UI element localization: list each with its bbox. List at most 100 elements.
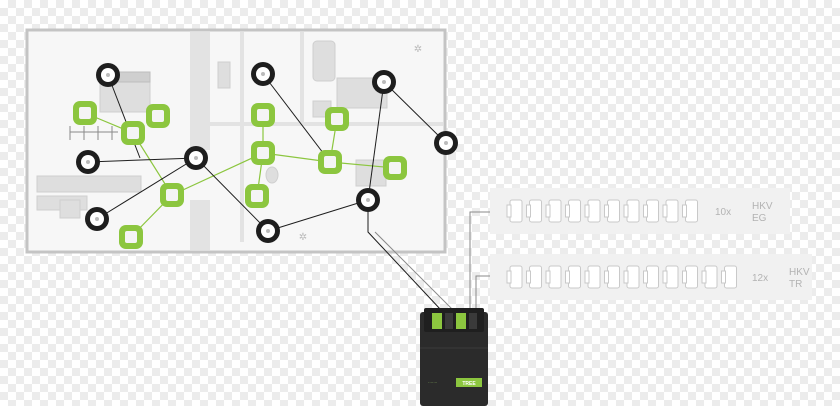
valve [607,199,620,223]
strip-name-sub: TR [789,279,802,290]
valve-cap [506,270,512,284]
round-sensor-icon [434,131,458,155]
square-actuator-icon [73,101,97,125]
valve [626,265,640,289]
valve-cap [662,270,668,284]
valve-row [506,265,737,289]
terminal-slot [456,313,466,329]
valve [646,199,659,223]
round-sensor-icon [356,188,380,212]
terminal-slot [432,313,442,329]
controller-device-icon: ······· TREE [420,308,488,406]
bus-link [267,199,369,232]
valve-row [506,199,698,223]
strip-count: 10x [715,207,731,218]
valve-strip-tr: 12x HKV TR [490,254,812,300]
strip-count: 12x [752,273,768,284]
valve [568,265,581,289]
valve [665,199,679,223]
ceiling-fan-icon: ✲ [414,44,422,55]
valve-cap [701,270,707,284]
strip-name: HKV [789,267,810,278]
valve-cap [604,270,609,284]
valve-cap [584,270,590,284]
valve-cap [623,270,629,284]
valve-cap [623,204,629,218]
device-tag-badge [456,378,482,387]
valve [587,199,601,223]
valve-cap [526,270,531,284]
valve-cap [721,270,726,284]
square-actuator-icon [318,150,342,174]
strip-name: HKV [752,201,773,212]
valve-cap [565,270,570,284]
valve [665,265,679,289]
wall [300,32,304,122]
round-sensor-icon [251,62,275,86]
cable [374,231,456,313]
valve-cap [604,204,609,218]
strip-name-sub: EG [752,213,767,224]
valve [568,199,581,223]
wall [190,200,210,250]
valve [548,199,562,223]
square-actuator-icon [251,141,275,165]
bus-link [367,81,385,201]
wall [240,32,244,242]
square-actuator-icon [245,184,269,208]
valve-cap [565,204,570,218]
valve [548,265,562,289]
square-actuator-icon [121,121,145,145]
actuators [73,101,407,249]
kitchen-counter [36,175,142,193]
square-actuator-icon [119,225,143,249]
valve-cap [643,204,648,218]
round-sensor-icon [85,207,109,231]
valve [685,199,698,223]
round-sensor-icon [372,70,396,94]
round-sensor-icon [76,150,100,174]
valve-strip-eg: 10x HKV EG [490,188,790,234]
round-sensor-icon [184,146,208,170]
valve-cap [682,204,687,218]
square-actuator-icon [251,103,275,127]
valve [646,265,659,289]
valve [529,199,542,223]
wall [190,32,210,150]
device-brand: ······· [428,380,437,385]
green-link [84,112,173,238]
wall [304,122,443,126]
round-sensor-icon [96,63,120,87]
square-actuator-icon [160,183,184,207]
valve-cap [545,270,551,284]
valve-cap [643,270,648,284]
terminal-slot [469,313,477,329]
round-sensor-icon [256,219,280,243]
ceiling-fan-icon: ✲ [299,232,307,243]
sensors [76,62,458,243]
bus-link [87,157,197,163]
valve-cap [506,204,512,218]
device-tag: TREE [462,381,476,387]
square-actuator-icon [146,104,170,128]
valve [626,199,640,223]
valve-cap [584,204,590,218]
valve-cap [545,204,551,218]
bed-3 [355,159,387,187]
valve [529,265,542,289]
valve [704,265,718,289]
square-actuator-icon [325,107,349,131]
valve-cap [526,204,531,218]
valve-cap [682,270,687,284]
terminal-slot [445,313,453,329]
toilet [265,166,279,184]
square-actuator-icon [383,156,407,180]
bus-link [262,73,331,163]
sink [217,61,231,89]
green-link [171,152,396,196]
valve [587,265,601,289]
valve [509,199,523,223]
valve [509,265,523,289]
table [59,199,81,219]
